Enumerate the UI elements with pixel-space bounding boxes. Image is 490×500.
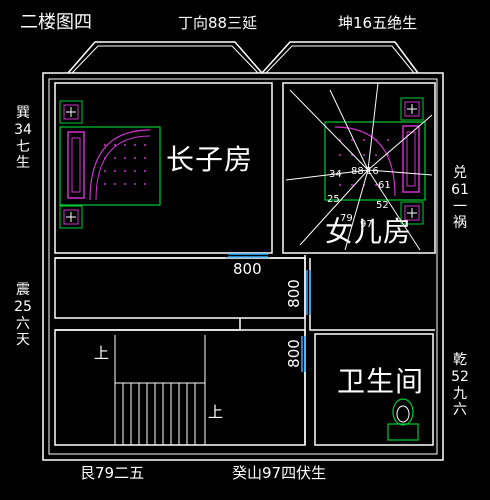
room-label-bathroom: 卫生间: [337, 365, 425, 398]
room-label-daughter: 女儿房: [325, 215, 413, 248]
bed-number-88: 88: [351, 166, 364, 177]
compass-label-right-lower: 乾 52 九 六: [451, 352, 469, 419]
stair-up-label-left: 上: [94, 344, 110, 362]
dimension-door-right-upper: 800: [284, 279, 303, 308]
outer-walls: [42, 41, 444, 461]
compass-label-left-upper: 巽 34 七 生: [14, 105, 32, 172]
page-title: 二楼图四: [20, 12, 92, 33]
compass-label-top-right: 坤16五绝生: [338, 14, 418, 32]
door-marks: [228, 253, 311, 372]
daughter-bed: [324, 97, 426, 225]
bed-number-25: 25: [327, 194, 340, 205]
master-bed: [59, 100, 161, 229]
bed-number-52: 52: [376, 200, 389, 211]
compass-rays: [285, 82, 433, 251]
compass-label-right-upper: 兑 61 一 祸: [451, 165, 469, 232]
room-label-master: 长子房: [166, 143, 254, 176]
bed-number-97: 97: [360, 219, 373, 230]
compass-label-left-lower: 震 25 六 天: [14, 282, 32, 349]
compass-label-bottom-left: 艮79二五: [80, 464, 145, 482]
compass-label-bottom-center: 癸山97四伏生: [232, 464, 327, 482]
bed-number-16: 16: [366, 166, 379, 177]
compass-label-top-center: 丁向88三延: [178, 14, 258, 32]
bed-number-79: 79: [340, 213, 353, 224]
bed-number-34: 34: [329, 169, 342, 180]
dimension-door-right-lower: 800: [284, 339, 303, 368]
dimension-door-hall: 800: [233, 260, 262, 278]
stair-up-label-right: 上: [208, 403, 224, 421]
staircase: [114, 335, 206, 446]
interior-walls: [54, 82, 436, 446]
toilet: [387, 398, 419, 441]
bed-number-61: 61: [378, 180, 391, 191]
